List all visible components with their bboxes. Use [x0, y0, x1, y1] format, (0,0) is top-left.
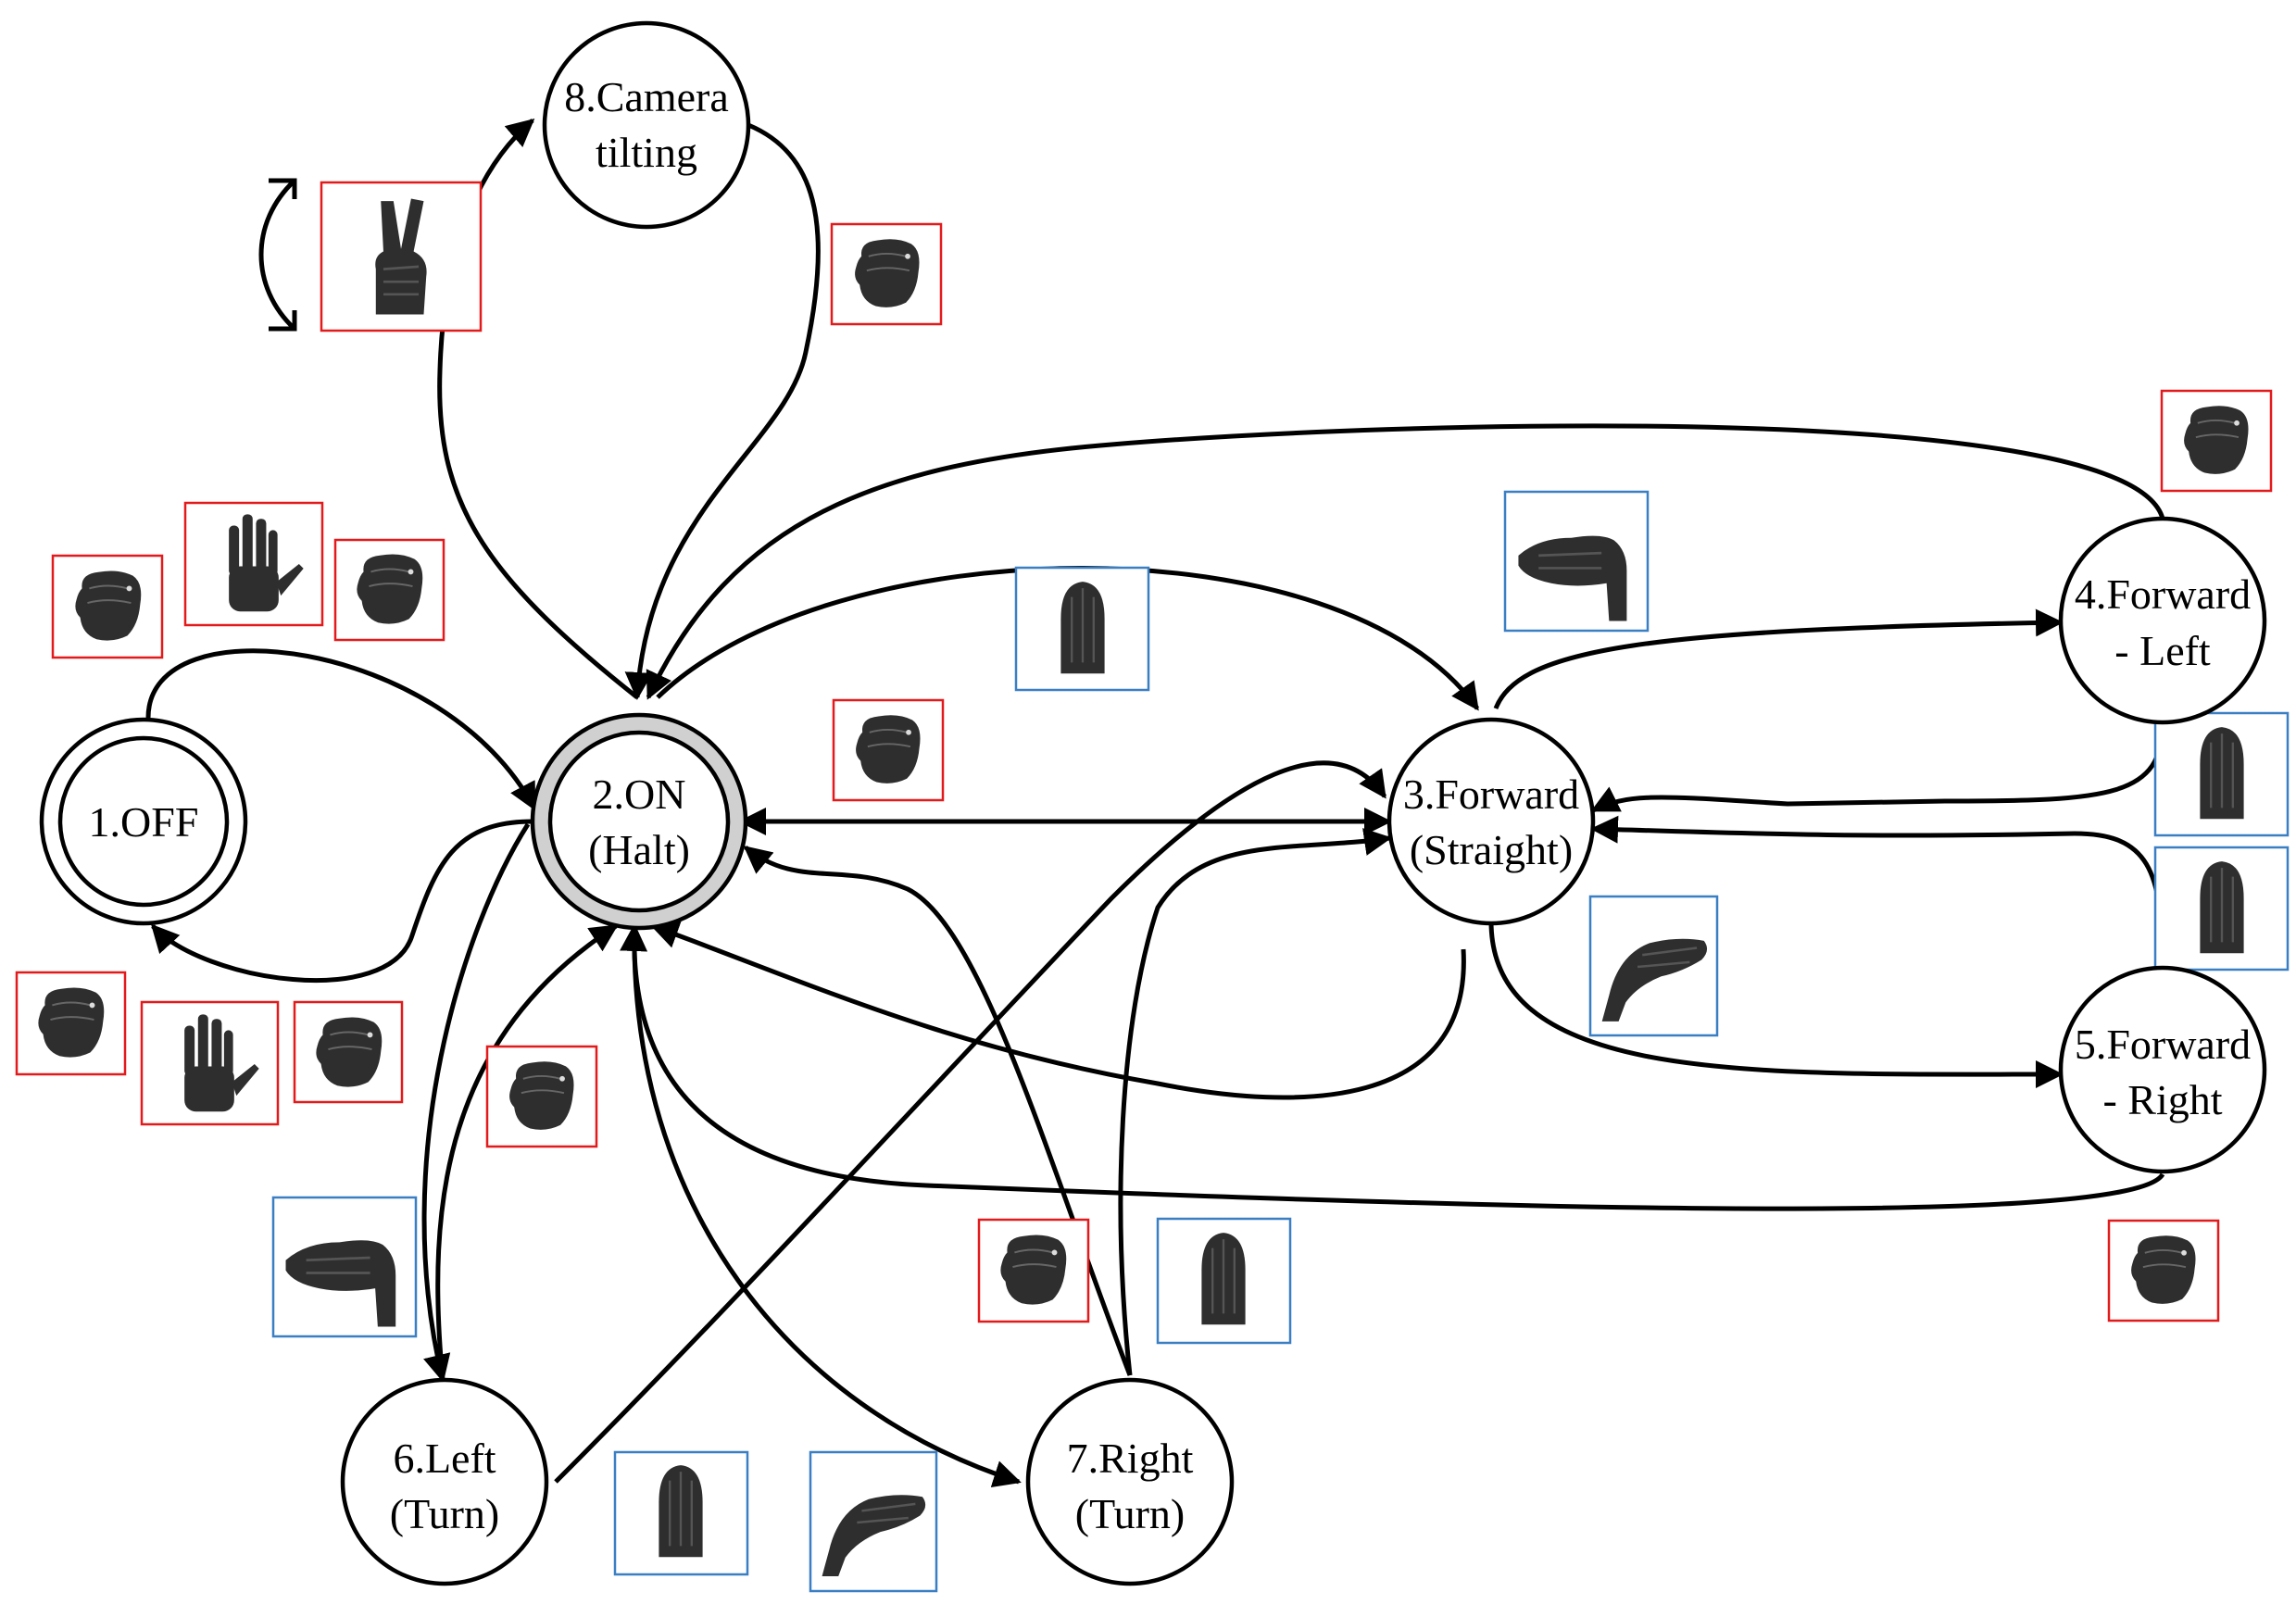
state-forward-sublabel: (Straight): [1410, 826, 1573, 873]
state-forward-left-sublabel: - Left: [2114, 627, 2211, 674]
fist-icon: [832, 698, 945, 802]
fist-icon: [51, 554, 164, 659]
state-left[interactable]: 6.Left (Turn): [340, 1377, 549, 1586]
hand-pointing-right-icon: [1588, 895, 1719, 1037]
flat-hand-up-icon: [1014, 566, 1150, 692]
edge-right-to-on: [743, 846, 1133, 1376]
edge-right-to-forward: [1118, 828, 1392, 1376]
state-left-sublabel: (Turn): [390, 1490, 499, 1537]
edge-camera-to-on: [624, 122, 821, 700]
state-on-sublabel: (Halt): [588, 826, 690, 873]
state-forward[interactable]: 3.Forward (Straight): [1386, 717, 1596, 926]
state-forward-right[interactable]: 5.Forward - Right: [2058, 965, 2267, 1174]
fist-icon: [977, 1218, 1090, 1323]
fist-icon: [485, 1045, 598, 1148]
open-palm-icon: [183, 501, 324, 627]
state-off[interactable]: 1.OFF: [39, 717, 248, 926]
state-on[interactable]: 2.ON (Halt): [530, 712, 748, 931]
fist-icon: [2107, 1219, 2220, 1322]
edge-left-to-on: [435, 923, 619, 1381]
fist-icon: [2160, 389, 2273, 493]
edge-forward-right-to-on: [620, 923, 2165, 1211]
flat-hand-up-icon: [2153, 711, 2290, 837]
hand-pointing-left-icon: [1503, 490, 1650, 633]
flat-hand-up-icon: [2153, 846, 2290, 971]
state-on-label: 2.ON: [593, 771, 686, 818]
edge-on-to-off: [150, 819, 533, 983]
fist-icon: [830, 222, 943, 326]
state-right-sublabel: (Turn): [1075, 1490, 1185, 1537]
state-forward-label: 3.Forward: [1403, 771, 1579, 818]
state-camera-sublabel: tilting: [596, 129, 697, 176]
state-camera-label: 8.Camera: [564, 73, 729, 120]
state-forward-right-sublabel: - Right: [2102, 1076, 2222, 1123]
edge-forward-to-on-lower: [650, 921, 1466, 1100]
state-forward-right-label: 5.Forward: [2075, 1021, 2251, 1068]
edge-on-to-camera: [437, 119, 639, 699]
state-camera[interactable]: 8.Camera tilting: [542, 20, 751, 230]
state-forward-left-label: 4.Forward: [2075, 570, 2251, 618]
hand-pointing-left-icon: [271, 1196, 418, 1338]
flat-hand-up-icon: [1156, 1217, 1292, 1345]
transitions: [145, 119, 2165, 1488]
edge-off-to-on: [145, 648, 537, 811]
state-forward-left[interactable]: 4.Forward - Left: [2058, 516, 2267, 725]
fist-icon: [293, 1000, 404, 1104]
fist-icon: [333, 538, 445, 642]
tilt-arrow-icon: [258, 178, 297, 332]
states: 1.OFF 2.ON (Halt) 3.Forward (Straight) 4…: [39, 20, 2267, 1586]
flat-hand-up-icon: [613, 1450, 749, 1576]
state-left-label: 6.Left: [393, 1435, 496, 1482]
open-palm-icon: [140, 1000, 280, 1126]
edge-on-to-right: [632, 925, 1022, 1488]
edge-forward-left-to-on: [646, 423, 2165, 700]
state-right-label: 7.Right: [1067, 1435, 1194, 1482]
fist-icon: [15, 971, 127, 1076]
hand-pointing-right-icon: [809, 1450, 938, 1593]
edge-left-to-forward: [554, 760, 1387, 1484]
gesture-labels: [15, 178, 2290, 1593]
edge-forward-to-forward-right: [1488, 921, 2064, 1089]
v-sign-icon: [320, 181, 483, 332]
edge-on-to-left: [421, 822, 531, 1383]
edge-forward-to-forward-left: [1493, 608, 2064, 709]
state-right[interactable]: 7.Right (Turn): [1025, 1377, 1235, 1586]
edge-forward-left-to-forward: [1590, 721, 2165, 813]
edge-forward-right-to-forward: [1590, 815, 2165, 969]
state-off-label: 1.OFF: [89, 798, 199, 846]
